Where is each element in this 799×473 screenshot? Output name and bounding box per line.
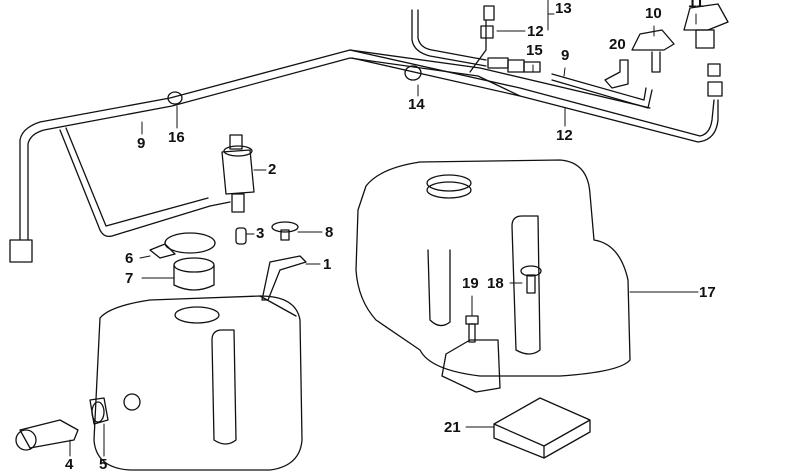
callout-7: 7 [125,270,134,287]
callout-12: 12 [527,23,544,40]
callout-9: 9 [137,135,146,152]
callout-16: 16 [168,129,185,146]
callout-20: 20 [609,36,626,53]
callout-5: 5 [99,456,108,473]
callout-12: 12 [556,127,573,144]
callout-17: 17 [699,284,716,301]
washer-tank-small [15,295,303,471]
callout-11: 11 [688,0,704,11]
washer-tank-large [355,159,631,393]
callout-19: 19 [462,275,479,292]
callout-4: 4 [65,456,74,473]
hose-lines [19,9,719,241]
callout-6: 6 [125,250,134,267]
callout-21: 21 [444,419,461,436]
callout-13: 13 [555,0,572,17]
fittings [9,3,729,263]
foam-pad [493,397,591,459]
callout-10: 10 [645,5,662,22]
leader-lines [69,0,699,457]
bracket [261,255,307,301]
callout-18: 18 [487,275,504,292]
pump [221,134,299,245]
callout-8: 8 [325,224,334,241]
callout-9: 9 [561,47,570,64]
callout-3: 3 [256,225,265,242]
callout-15: 15 [526,42,543,59]
filter [149,232,220,324]
callout-14: 14 [408,96,425,113]
callout-1: 1 [323,256,332,273]
callout-2: 2 [268,161,277,178]
